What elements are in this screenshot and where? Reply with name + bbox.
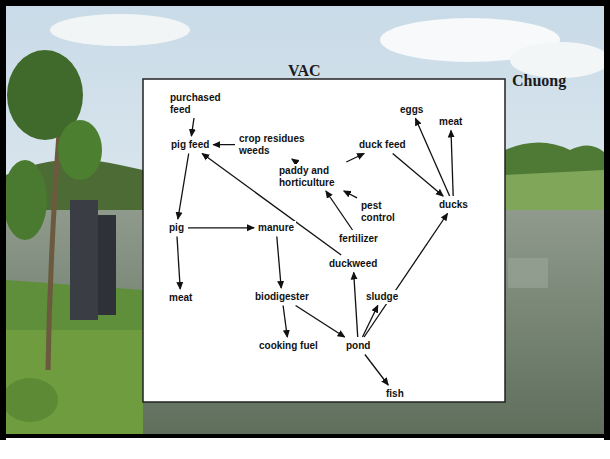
item-label: pig xyxy=(169,222,184,234)
flow-arrow xyxy=(346,154,364,163)
flow-arrow xyxy=(177,237,180,290)
item-label: meat xyxy=(169,292,192,304)
flow-arrow xyxy=(393,154,443,197)
flow-item: eggs xyxy=(398,103,425,117)
item-label: manure xyxy=(258,222,294,234)
flow-arrow xyxy=(178,154,189,220)
flow-arrow xyxy=(292,159,296,162)
flow-item: manure xyxy=(256,221,296,235)
item-label: paddy and horticulture xyxy=(279,165,353,188)
item-label: cooking fuel xyxy=(259,340,318,352)
item-label: biodigester xyxy=(255,291,309,303)
flow-item: pest control xyxy=(359,199,407,224)
flow-item: fertilizer xyxy=(337,232,380,246)
flow-item: fish xyxy=(384,387,406,401)
flow-item: biodigester xyxy=(253,290,311,304)
flow-arrow xyxy=(451,131,453,197)
item-label: pond xyxy=(346,340,370,352)
item-label: fish xyxy=(386,388,404,400)
item-label: sludge xyxy=(366,291,398,303)
flow-item: meat xyxy=(167,291,194,305)
flow-arrow xyxy=(213,144,235,145)
flow-item: purchased feed xyxy=(168,91,224,116)
flow-arrow xyxy=(344,191,357,198)
item-label: pest control xyxy=(361,200,405,223)
flow-item: pond xyxy=(344,339,372,353)
item-label: meat xyxy=(439,116,462,128)
flow-item: duckweed xyxy=(327,257,379,271)
flow-item: pig feed xyxy=(169,138,211,152)
item-label: pig feed xyxy=(171,139,209,151)
flow-item: meat xyxy=(437,115,464,129)
flow-item: pig xyxy=(167,221,186,235)
flow-item: duck feed xyxy=(357,138,408,152)
flow-arrow xyxy=(296,306,345,338)
flow-arrow xyxy=(188,227,254,228)
flow-item: paddy and horticulture xyxy=(277,164,355,189)
flow-item: sludge xyxy=(364,290,400,304)
flow-arrow xyxy=(416,119,450,197)
flow-item: ducks xyxy=(437,198,470,212)
item-label: fertilizer xyxy=(339,233,378,245)
flow-arrow xyxy=(365,355,388,386)
flow-arrow xyxy=(277,237,281,289)
flow-arrow xyxy=(191,118,194,136)
item-label: eggs xyxy=(400,104,423,116)
flow-item: crop residues weeds xyxy=(237,132,307,157)
title-fragment: VAC xyxy=(288,62,321,80)
title-fragment: Chuong xyxy=(512,72,566,90)
flow-item: cooking fuel xyxy=(257,339,320,353)
flow-arrow xyxy=(283,306,287,338)
item-label: crop residues weeds xyxy=(239,133,305,156)
flow-arrow xyxy=(354,273,358,338)
flow-arrow xyxy=(326,191,353,230)
item-label: purchased feed xyxy=(170,92,222,115)
item-label: duckweed xyxy=(329,258,377,270)
item-label: duck feed xyxy=(359,139,406,151)
item-label: ducks xyxy=(439,199,468,211)
